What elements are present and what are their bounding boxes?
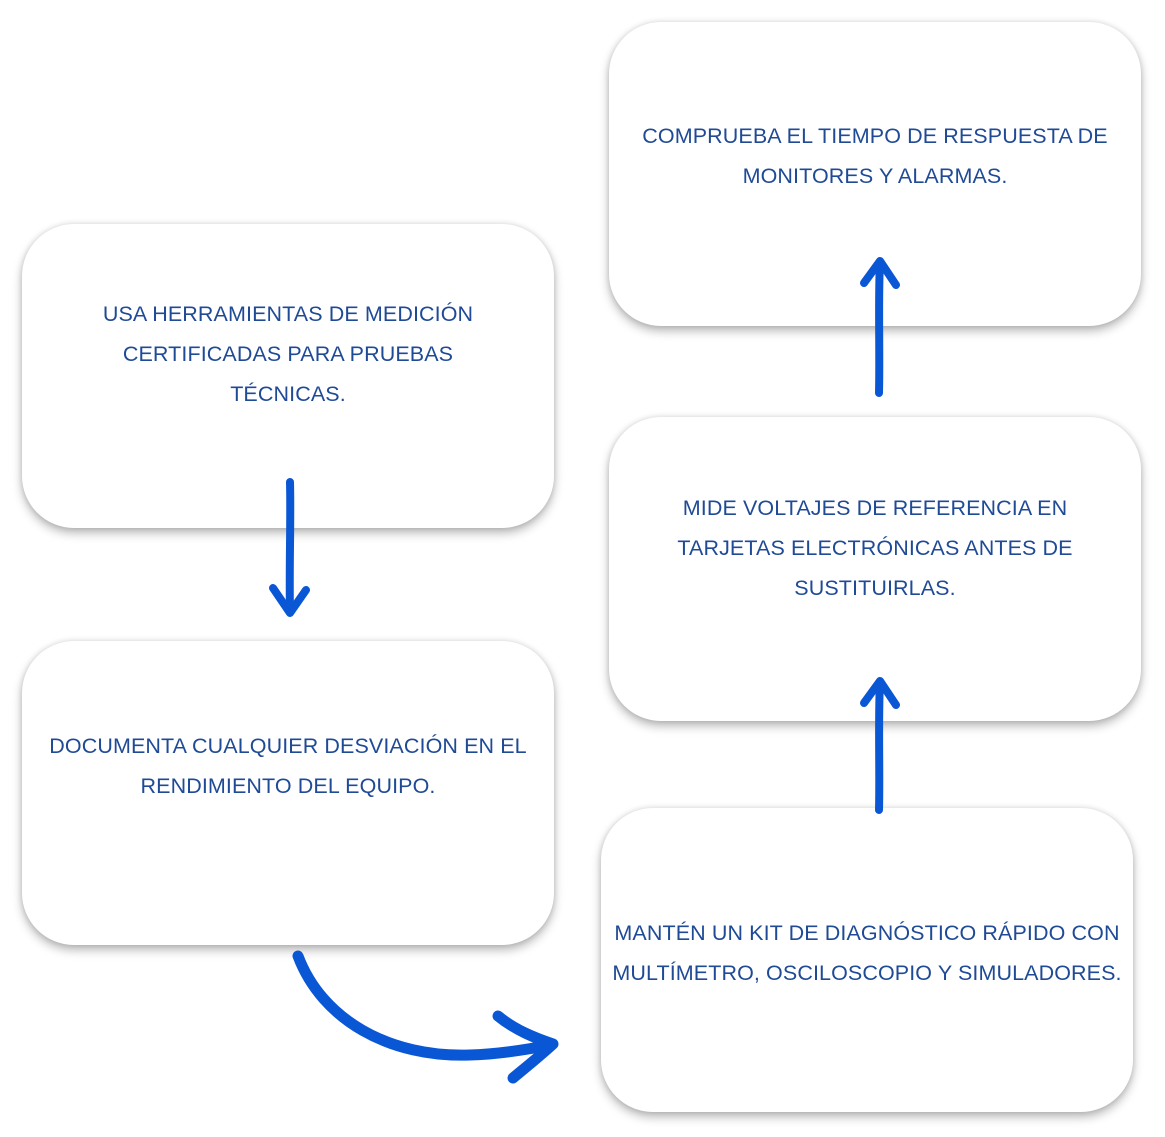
step-card-2: DOCUMENTA CUALQUIER DESVIACIÓN EN EL REN… <box>22 641 554 945</box>
step-text-5: COMPRUEBA EL TIEMPO DE RESPUESTA DE MONI… <box>642 124 1108 188</box>
step-card-1: USA HERRAMIENTAS DE MEDICIÓN CERTIFICADA… <box>22 224 554 528</box>
step-card-3: MANTÉN UN KIT DE DIAGNÓSTICO RÁPIDO CON … <box>601 808 1133 1112</box>
step-text-4: MIDE VOLTAJES DE REFERENCIA EN TARJETAS … <box>677 496 1073 600</box>
step-text-3: MANTÉN UN KIT DE DIAGNÓSTICO RÁPIDO CON … <box>612 921 1122 985</box>
step-text-1: USA HERRAMIENTAS DE MEDICIÓN CERTIFICADA… <box>102 302 474 406</box>
step-card-5: COMPRUEBA EL TIEMPO DE RESPUESTA DE MONI… <box>609 22 1141 326</box>
step-card-4: MIDE VOLTAJES DE REFERENCIA EN TARJETAS … <box>609 417 1141 721</box>
curved-arrow-right-icon <box>292 950 559 1084</box>
step-text-2: DOCUMENTA CUALQUIER DESVIACIÓN EN EL REN… <box>49 734 527 798</box>
